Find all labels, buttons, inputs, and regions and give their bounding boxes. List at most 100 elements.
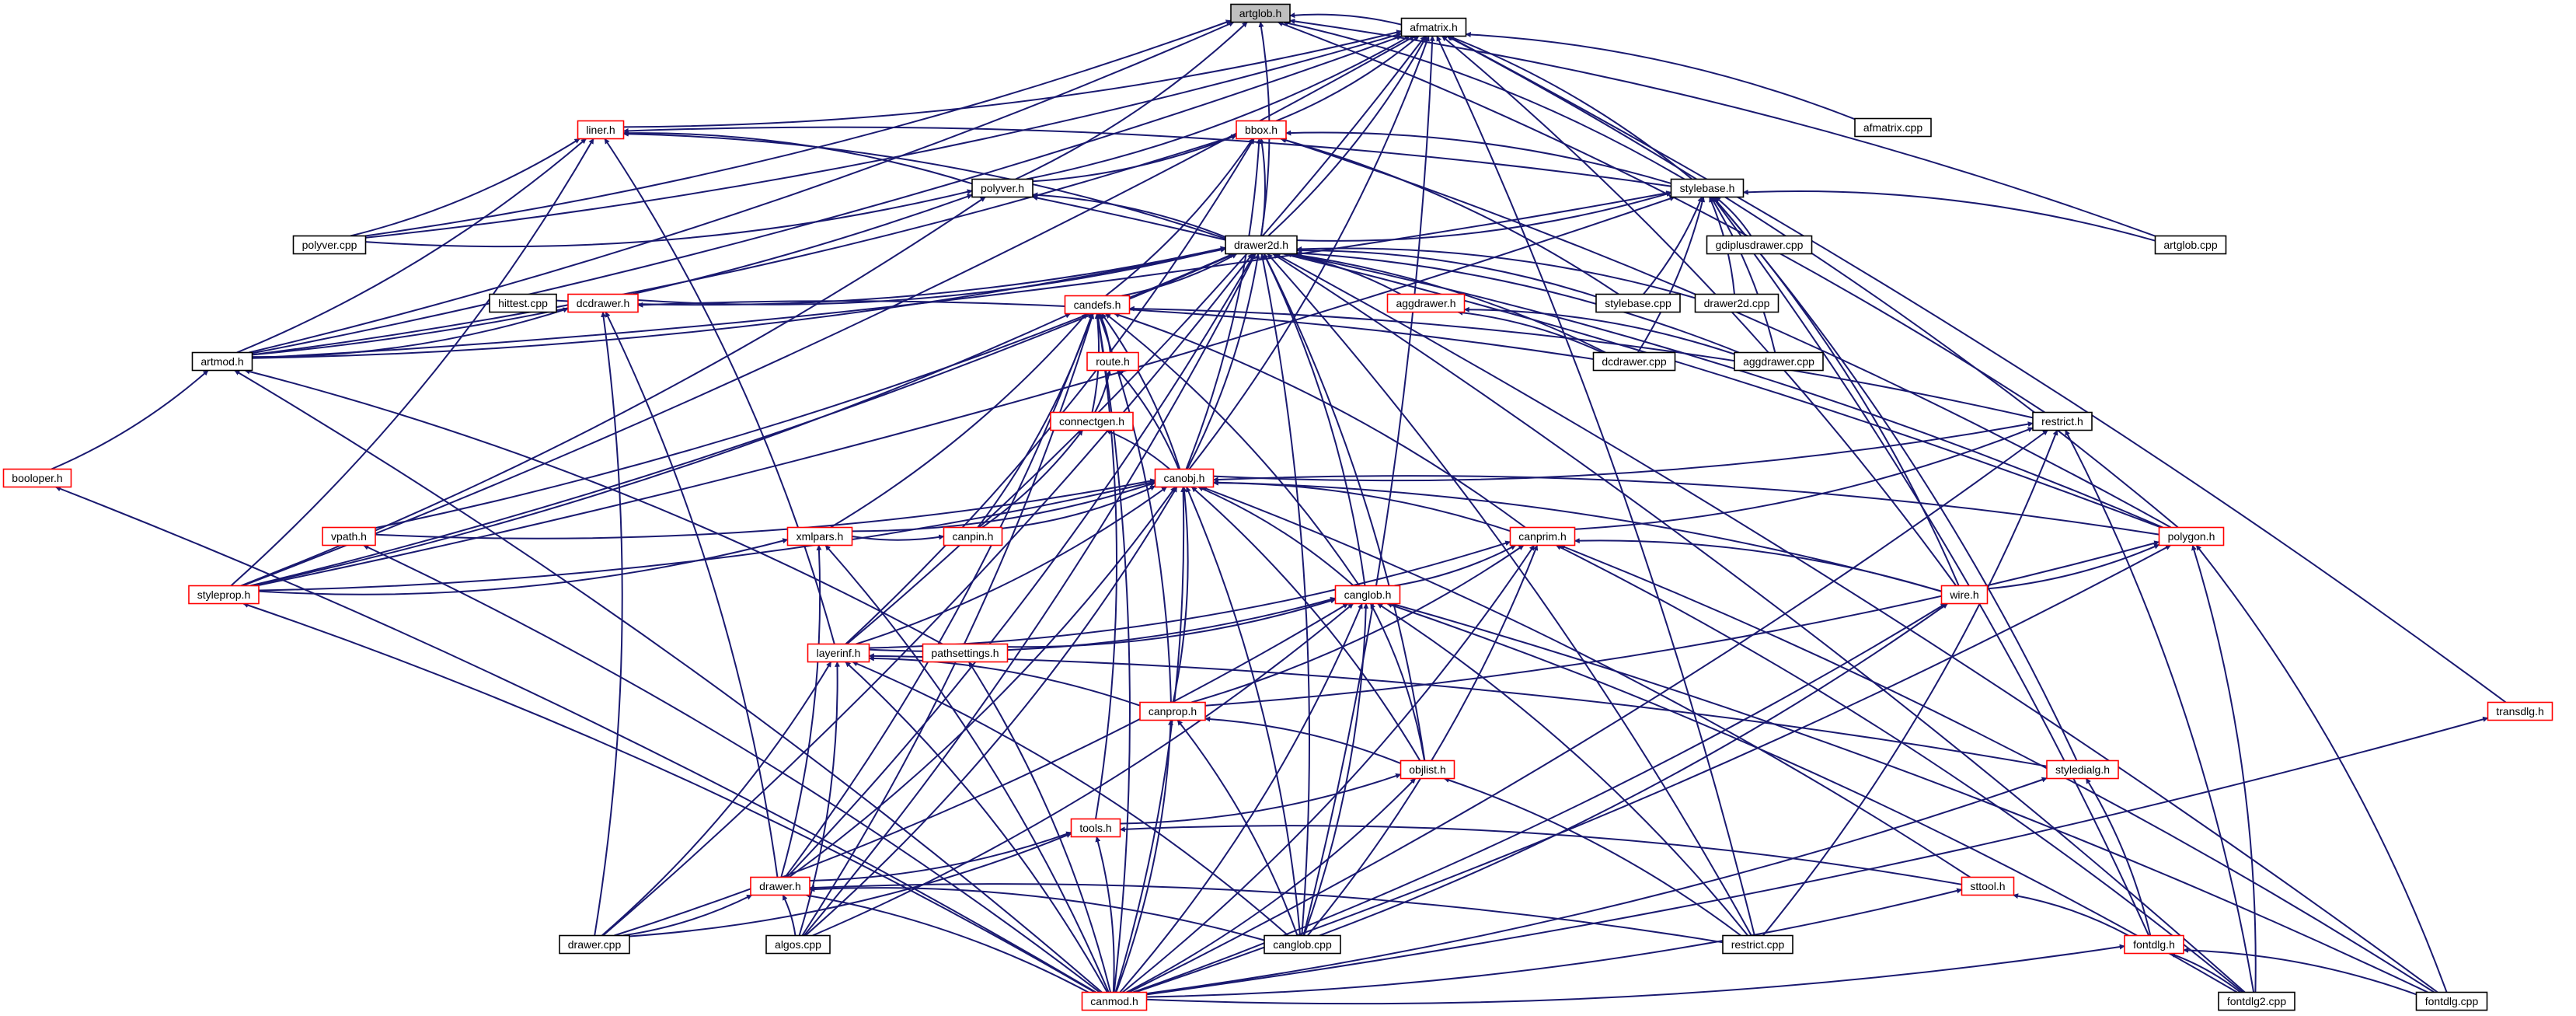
node-xmlpars-h[interactable]: xmlpars.h bbox=[786, 526, 853, 546]
node-box[interactable] bbox=[1694, 293, 1779, 313]
node-box[interactable] bbox=[489, 293, 557, 313]
node-box[interactable] bbox=[188, 585, 260, 605]
node-artglob-h: artglob.h bbox=[1230, 3, 1291, 23]
node-box[interactable] bbox=[567, 293, 639, 313]
node-box[interactable] bbox=[1706, 235, 1813, 255]
node-booloper-h[interactable]: booloper.h bbox=[2, 468, 72, 488]
node-styledialg-h[interactable]: styledialg.h bbox=[2046, 759, 2119, 780]
node-aggdrawer-h[interactable]: aggdrawer.h bbox=[1386, 293, 1466, 313]
node-box[interactable] bbox=[1400, 759, 1455, 780]
node-canobj-h[interactable]: canobj.h bbox=[1154, 468, 1215, 488]
node-restrict-cpp[interactable]: restrict.cpp bbox=[1722, 934, 1793, 955]
node-box[interactable] bbox=[786, 526, 853, 546]
node-tools-h[interactable]: tools.h bbox=[1070, 818, 1121, 838]
node-box[interactable] bbox=[1509, 526, 1576, 546]
node-box[interactable] bbox=[1154, 468, 1215, 488]
node-box[interactable] bbox=[2, 468, 72, 488]
node-restrict-h[interactable]: restrict.h bbox=[2032, 411, 2093, 431]
node-box[interactable] bbox=[943, 526, 1003, 546]
node-box[interactable] bbox=[1225, 235, 1298, 255]
node-liner-h[interactable]: liner.h bbox=[577, 120, 625, 140]
node-drawer2d-cpp[interactable]: drawer2d.cpp bbox=[1694, 293, 1779, 313]
node-box[interactable] bbox=[1064, 295, 1131, 315]
node-drawer2d-h[interactable]: drawer2d.h bbox=[1225, 235, 1298, 255]
node-box[interactable] bbox=[1961, 876, 2015, 896]
node-canglob-cpp[interactable]: canglob.cpp bbox=[1264, 934, 1341, 955]
node-canpin-h[interactable]: canpin.h bbox=[943, 526, 1003, 546]
node-artglob-cpp[interactable]: artglob.cpp bbox=[2154, 235, 2227, 255]
node-artmod-h[interactable]: artmod.h bbox=[191, 351, 253, 372]
node-box[interactable] bbox=[2032, 411, 2093, 431]
node-box[interactable] bbox=[2124, 934, 2184, 955]
node-stylebase-h[interactable]: stylebase.h bbox=[1670, 178, 1745, 198]
node-drawer-cpp[interactable]: drawer.cpp bbox=[559, 934, 630, 955]
node-box[interactable] bbox=[2046, 759, 2119, 780]
node-box[interactable] bbox=[765, 934, 831, 955]
node-box[interactable] bbox=[1334, 585, 1401, 605]
edge-wire_h-to-polygon_h bbox=[1987, 543, 2160, 590]
node-box[interactable] bbox=[1592, 351, 1676, 372]
node-box[interactable] bbox=[971, 178, 1034, 198]
node-fontdlg-h[interactable]: fontdlg.h bbox=[2124, 934, 2184, 955]
node-box[interactable] bbox=[1722, 934, 1793, 955]
node-box[interactable] bbox=[1236, 120, 1287, 140]
node-route-h[interactable]: route.h bbox=[1086, 351, 1139, 372]
node-box[interactable] bbox=[2415, 991, 2488, 1011]
node-styleprop-h[interactable]: styleprop.h bbox=[188, 585, 260, 605]
node-connectgen-h[interactable]: connectgen.h bbox=[1050, 411, 1134, 431]
node-box[interactable] bbox=[1070, 818, 1121, 838]
node-afmatrix-cpp[interactable]: afmatrix.cpp bbox=[1854, 117, 1932, 138]
node-box[interactable] bbox=[922, 643, 1009, 663]
node-canprim-h[interactable]: canprim.h bbox=[1509, 526, 1576, 546]
node-box[interactable] bbox=[1386, 293, 1466, 313]
node-polyver-h[interactable]: polyver.h bbox=[971, 178, 1034, 198]
node-box[interactable] bbox=[1086, 351, 1139, 372]
node-box[interactable] bbox=[1050, 411, 1134, 431]
node-box[interactable] bbox=[807, 643, 870, 663]
node-box[interactable] bbox=[750, 876, 810, 896]
node-box[interactable] bbox=[292, 235, 367, 255]
node-box[interactable] bbox=[1139, 701, 1206, 721]
node-box[interactable] bbox=[1940, 585, 1989, 605]
node-candefs-h[interactable]: candefs.h bbox=[1064, 295, 1131, 315]
node-box[interactable] bbox=[1854, 117, 1932, 138]
node-canglob-h[interactable]: canglob.h bbox=[1334, 585, 1401, 605]
node-box[interactable] bbox=[1264, 934, 1341, 955]
node-fontdlg2-cpp[interactable]: fontdlg2.cpp bbox=[2218, 991, 2295, 1011]
node-vpath-h[interactable]: vpath.h bbox=[322, 526, 376, 546]
node-box[interactable] bbox=[1081, 991, 1148, 1011]
node-pathsettings-h[interactable]: pathsettings.h bbox=[922, 643, 1009, 663]
node-aggdrawer-cpp[interactable]: aggdrawer.cpp bbox=[1734, 351, 1824, 372]
node-box[interactable] bbox=[2218, 991, 2295, 1011]
node-objlist-h[interactable]: objlist.h bbox=[1400, 759, 1455, 780]
node-afmatrix-h[interactable]: afmatrix.h bbox=[1400, 17, 1467, 37]
node-dcdrawer-h[interactable]: dcdrawer.h bbox=[567, 293, 639, 313]
node-box[interactable] bbox=[1670, 178, 1745, 198]
node-box[interactable] bbox=[1595, 293, 1681, 313]
node-box[interactable] bbox=[1400, 17, 1467, 37]
node-polyver-cpp[interactable]: polyver.cpp bbox=[292, 235, 367, 255]
node-hittest-cpp[interactable]: hittest.cpp bbox=[489, 293, 557, 313]
node-layerinf-h[interactable]: layerinf.h bbox=[807, 643, 870, 663]
node-box[interactable] bbox=[577, 120, 625, 140]
node-box[interactable] bbox=[2154, 235, 2227, 255]
node-wire-h[interactable]: wire.h bbox=[1940, 585, 1989, 605]
node-box[interactable] bbox=[322, 526, 376, 546]
node-box[interactable] bbox=[2487, 701, 2553, 721]
node-sttool-h[interactable]: sttool.h bbox=[1961, 876, 2015, 896]
node-box[interactable] bbox=[191, 351, 253, 372]
node-gdiplusdrawer-cpp[interactable]: gdiplusdrawer.cpp bbox=[1706, 235, 1813, 255]
node-box[interactable] bbox=[1734, 351, 1824, 372]
node-box[interactable] bbox=[2158, 526, 2225, 546]
node-stylebase-cpp[interactable]: stylebase.cpp bbox=[1595, 293, 1681, 313]
node-bbox-h[interactable]: bbox.h bbox=[1236, 120, 1287, 140]
node-polygon-h[interactable]: polygon.h bbox=[2158, 526, 2225, 546]
node-canprop-h[interactable]: canprop.h bbox=[1139, 701, 1206, 721]
node-canmod-h[interactable]: canmod.h bbox=[1081, 991, 1148, 1011]
node-box[interactable] bbox=[559, 934, 630, 955]
node-dcdrawer-cpp[interactable]: dcdrawer.cpp bbox=[1592, 351, 1676, 372]
node-algos-cpp[interactable]: algos.cpp bbox=[765, 934, 831, 955]
node-fontdlg-cpp[interactable]: fontdlg.cpp bbox=[2415, 991, 2488, 1011]
node-transdlg-h[interactable]: transdlg.h bbox=[2487, 701, 2553, 721]
node-drawer-h[interactable]: drawer.h bbox=[750, 876, 810, 896]
